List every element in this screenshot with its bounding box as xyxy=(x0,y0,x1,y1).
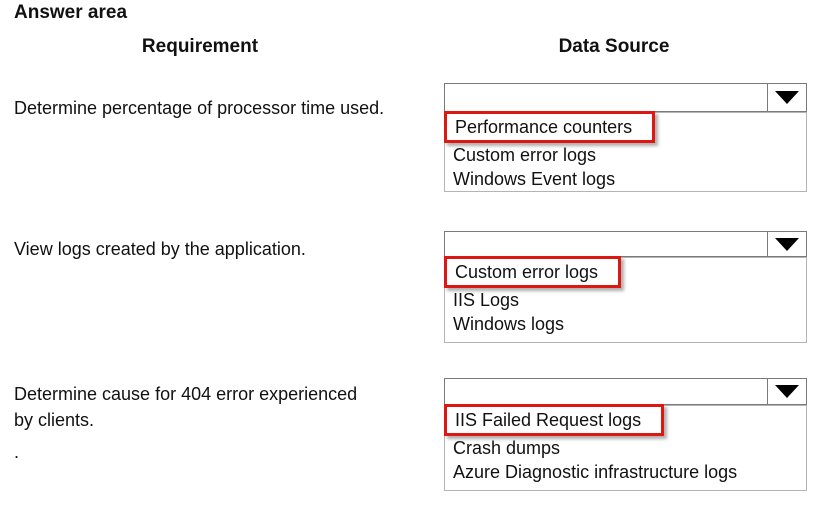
select-value-3[interactable] xyxy=(445,379,767,404)
dropdown-arrow-button-3[interactable] xyxy=(767,379,806,404)
options-list-2: Custom error logs IIS Logs Windows logs xyxy=(444,256,807,343)
requirement-text-3: Determine cause for 404 error experience… xyxy=(14,381,434,465)
dropdown-arrow-button-2[interactable] xyxy=(767,232,806,256)
dropdown-row-3: IIS Failed Request logs Crash dumps Azur… xyxy=(444,378,807,491)
option-item[interactable]: Custom error logs xyxy=(453,145,597,165)
requirement-text-2: View logs created by the application. xyxy=(14,236,434,262)
chevron-down-icon xyxy=(775,91,799,104)
column-header-data-source: Data Source xyxy=(558,36,670,57)
option-item[interactable]: IIS Logs xyxy=(453,290,520,310)
requirement-line: Determine cause for 404 error experience… xyxy=(14,384,358,404)
option-item[interactable]: Windows logs xyxy=(453,314,565,334)
data-source-select-3[interactable] xyxy=(444,378,807,405)
select-value-2[interactable] xyxy=(445,232,767,256)
requirement-text-1: Determine percentage of processor time u… xyxy=(14,95,434,121)
dropdown-row-2: Custom error logs IIS Logs Windows logs xyxy=(444,231,807,343)
answer-highlight-box[interactable]: Performance counters xyxy=(444,111,656,143)
option-item[interactable]: Azure Diagnostic infrastructure logs xyxy=(453,462,738,482)
requirement-line: Determine percentage of processor time u… xyxy=(14,98,385,118)
page-title: Answer area xyxy=(14,2,128,23)
chevron-down-icon xyxy=(775,237,799,251)
option-item-answer[interactable]: Custom error logs xyxy=(444,256,806,288)
answer-highlight-box[interactable]: IIS Failed Request logs xyxy=(444,404,665,436)
answer-highlight-box[interactable]: Custom error logs xyxy=(444,256,622,288)
dropdown-arrow-button-1[interactable] xyxy=(767,84,806,111)
requirement-line: by clients. xyxy=(14,410,95,430)
option-item-answer[interactable]: Performance counters xyxy=(444,111,806,143)
data-source-select-2[interactable] xyxy=(444,231,807,257)
option-item[interactable]: Crash dumps xyxy=(453,438,561,458)
dropdown-row-1: Performance counters Custom error logs W… xyxy=(444,83,807,192)
requirement-line: View logs created by the application. xyxy=(14,239,306,259)
options-list-1: Performance counters Custom error logs W… xyxy=(444,111,807,192)
column-header-requirement: Requirement xyxy=(141,36,259,57)
options-list-3: IIS Failed Request logs Crash dumps Azur… xyxy=(444,404,807,491)
option-item-answer[interactable]: IIS Failed Request logs xyxy=(444,404,806,436)
chevron-down-icon xyxy=(775,385,799,398)
select-value-1[interactable] xyxy=(445,84,767,111)
option-item[interactable]: Windows Event logs xyxy=(453,169,616,189)
requirement-line: . xyxy=(14,442,20,462)
data-source-select-1[interactable] xyxy=(444,83,807,112)
